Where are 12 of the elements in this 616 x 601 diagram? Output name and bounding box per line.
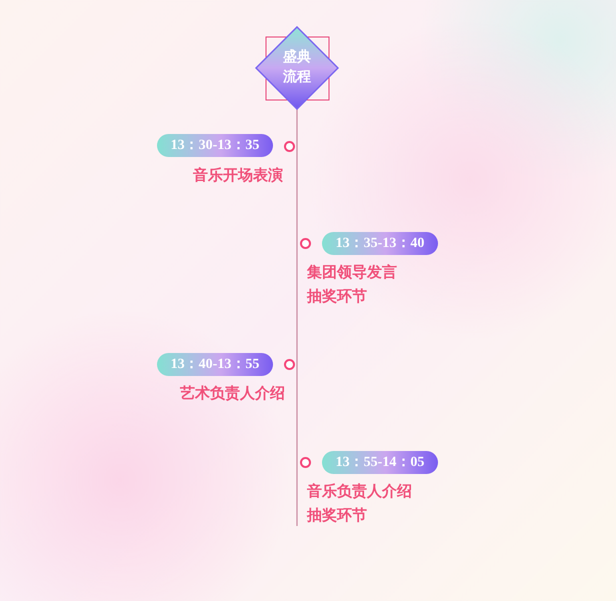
description-text: 抽奖环节	[307, 288, 367, 306]
description-text: 音乐负责人介绍	[307, 483, 412, 501]
diamond-title: 盛典流程	[282, 48, 312, 87]
description-text: 音乐开场表演	[193, 167, 283, 185]
description-text: 抽奖环节	[307, 507, 367, 525]
description-text: 艺术负责人介绍	[180, 385, 285, 403]
description-text: 集团领导发言	[307, 264, 397, 282]
time-pill: 13：35-13：40	[322, 232, 438, 255]
title-diamond	[255, 26, 339, 110]
time-pill: 13：30-13：35	[157, 134, 273, 157]
time-pill: 13：40-13：55	[157, 353, 273, 376]
time-pill: 13：55-14：05	[322, 451, 438, 474]
